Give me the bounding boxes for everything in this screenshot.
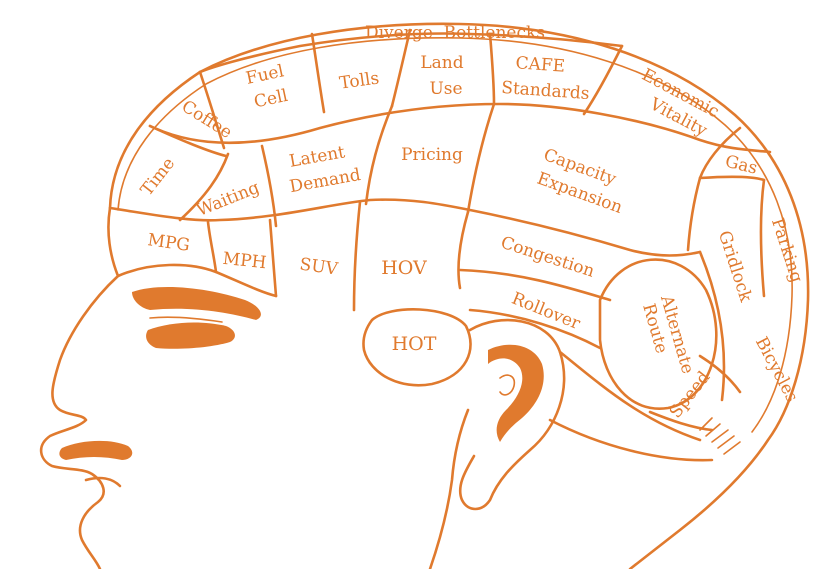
label-bicycles: Bicycles bbox=[751, 334, 802, 406]
label-gas: Gas bbox=[723, 152, 759, 179]
label-mpg: MPG bbox=[146, 230, 191, 256]
label-land-use-line1: Land bbox=[420, 53, 463, 73]
label-mph: MPH bbox=[222, 249, 268, 273]
label-waiting: Waiting bbox=[194, 178, 262, 221]
label-latent-demand-line1: Latent bbox=[288, 142, 347, 171]
label-fuel-cell-line2: Cell bbox=[252, 86, 289, 113]
ear bbox=[458, 318, 566, 511]
label-hot: HOT bbox=[392, 333, 437, 355]
region-labels: Diverge Bottlenecks Fuel Cell Tolls Land… bbox=[137, 23, 807, 422]
label-pricing: Pricing bbox=[401, 145, 463, 165]
label-cafe-standards-line1: CAFE bbox=[515, 53, 566, 76]
label-gridlock: Gridlock bbox=[714, 228, 756, 305]
label-land-use-line2: Use bbox=[429, 79, 462, 99]
label-rollover: Rollover bbox=[509, 289, 584, 335]
label-cafe-standards-line2: Standards bbox=[501, 78, 590, 104]
label-speed: Speed bbox=[666, 368, 715, 423]
label-hov: HOV bbox=[381, 257, 427, 279]
label-coffee: Coffee bbox=[178, 97, 236, 143]
label-diverge-bottlenecks: Diverge Bottlenecks bbox=[365, 23, 545, 43]
mouth bbox=[59, 440, 133, 488]
label-time: Time bbox=[137, 154, 179, 200]
hair-shading bbox=[699, 417, 741, 455]
label-suv: SUV bbox=[298, 254, 339, 279]
eye bbox=[132, 286, 261, 349]
region-dividers bbox=[108, 28, 772, 462]
label-tolls: Tolls bbox=[338, 68, 380, 93]
